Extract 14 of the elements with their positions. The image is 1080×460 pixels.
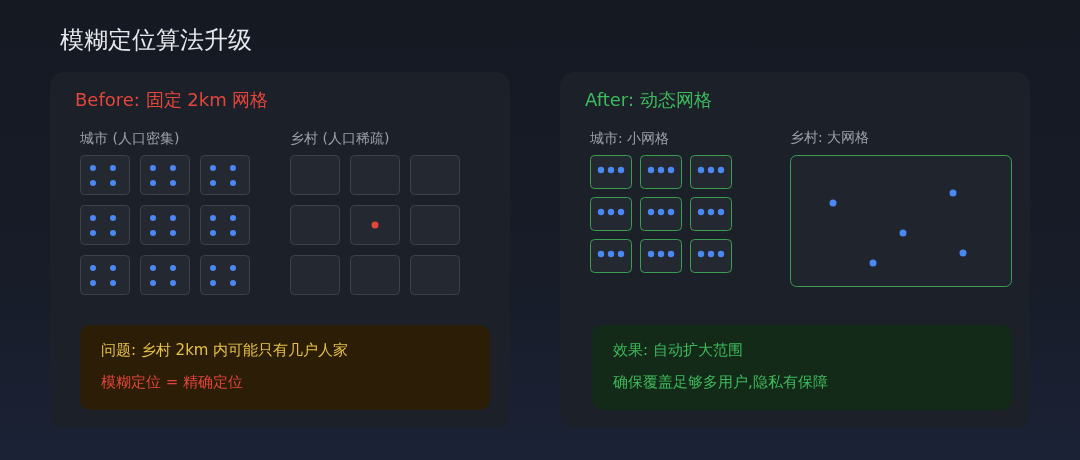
panel-heading: After: 动态网格 (585, 88, 712, 112)
diagram-title: 模糊定位算法升级 (60, 25, 252, 56)
note-text: 问题: 乡村 2km 内可能只有几户人家 (101, 340, 349, 361)
comparison-panel (560, 72, 1030, 428)
grid-heading: 乡村 (人口稀疏) (290, 129, 390, 148)
panel-heading: Before: 固定 2km 网格 (75, 88, 269, 112)
note-text: 确保覆盖足够多用户,隐私有保障 (613, 372, 828, 393)
grid-heading: 城市 (人口密集) (80, 129, 180, 148)
comparison-panel (50, 72, 510, 428)
note-text: 效果: 自动扩大范围 (613, 340, 743, 361)
grid-heading: 乡村: 大网格 (790, 128, 870, 147)
note-text: 模糊定位 = 精确定位 (101, 372, 244, 393)
grid-heading: 城市: 小网格 (590, 129, 670, 148)
note-panel (80, 325, 490, 410)
